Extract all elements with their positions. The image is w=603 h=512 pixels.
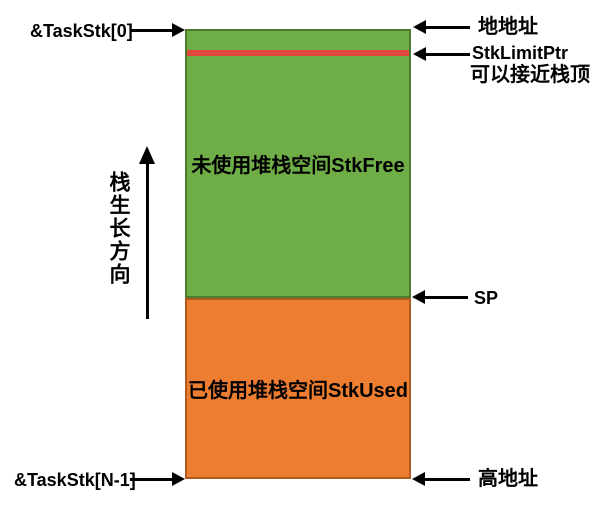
taskstk0-arrow	[130, 23, 185, 37]
arrow-left-icon	[413, 20, 426, 34]
arrow-shaft	[425, 295, 468, 299]
stk-limit-ptr-arrow	[413, 47, 470, 61]
sp-arrow	[412, 290, 468, 304]
arrow-shaft	[426, 25, 470, 29]
high-address-arrow	[412, 472, 470, 486]
arrow-left-icon	[412, 472, 425, 486]
used-stack-region: 已使用堆栈空间StkUsed	[185, 298, 411, 479]
growth-direction-label: 栈生长方向	[107, 171, 130, 286]
free-stack-region: 未使用堆栈空间StkFree	[185, 29, 411, 298]
high-address-label: 高地址	[478, 468, 538, 490]
growth-direction-arrow	[139, 146, 155, 319]
stk-limit-ptr-line	[187, 50, 409, 56]
arrow-left-icon	[413, 47, 426, 61]
stk-limit-ptr-label: StkLimitPtr	[472, 43, 569, 63]
arrow-shaft	[130, 28, 172, 32]
taskstk0-label: &TaskStk[0]	[30, 21, 133, 41]
arrow-shaft	[425, 477, 470, 481]
arrow-up-icon	[139, 146, 155, 164]
arrow-shaft	[145, 164, 149, 319]
arrow-left-icon	[412, 290, 425, 304]
arrow-shaft	[130, 477, 172, 481]
used-stack-region-label: 已使用堆栈空间StkUsed	[187, 380, 409, 402]
low-address-label: 地地址	[478, 16, 538, 38]
arrow-shaft	[426, 52, 470, 56]
taskstk-n1-label: &TaskStk[N-1]	[14, 470, 136, 490]
low-address-arrow	[413, 20, 470, 34]
arrow-right-icon	[172, 23, 185, 37]
arrow-right-icon	[172, 472, 185, 486]
sp-label: SP	[474, 288, 499, 308]
stack-box: 未使用堆栈空间StkFree 已使用堆栈空间StkUsed	[185, 29, 411, 479]
stk-limit-note-label: 可以接近栈顶	[470, 64, 590, 86]
taskstk-n1-arrow	[130, 472, 185, 486]
free-stack-region-label: 未使用堆栈空间StkFree	[191, 155, 405, 177]
